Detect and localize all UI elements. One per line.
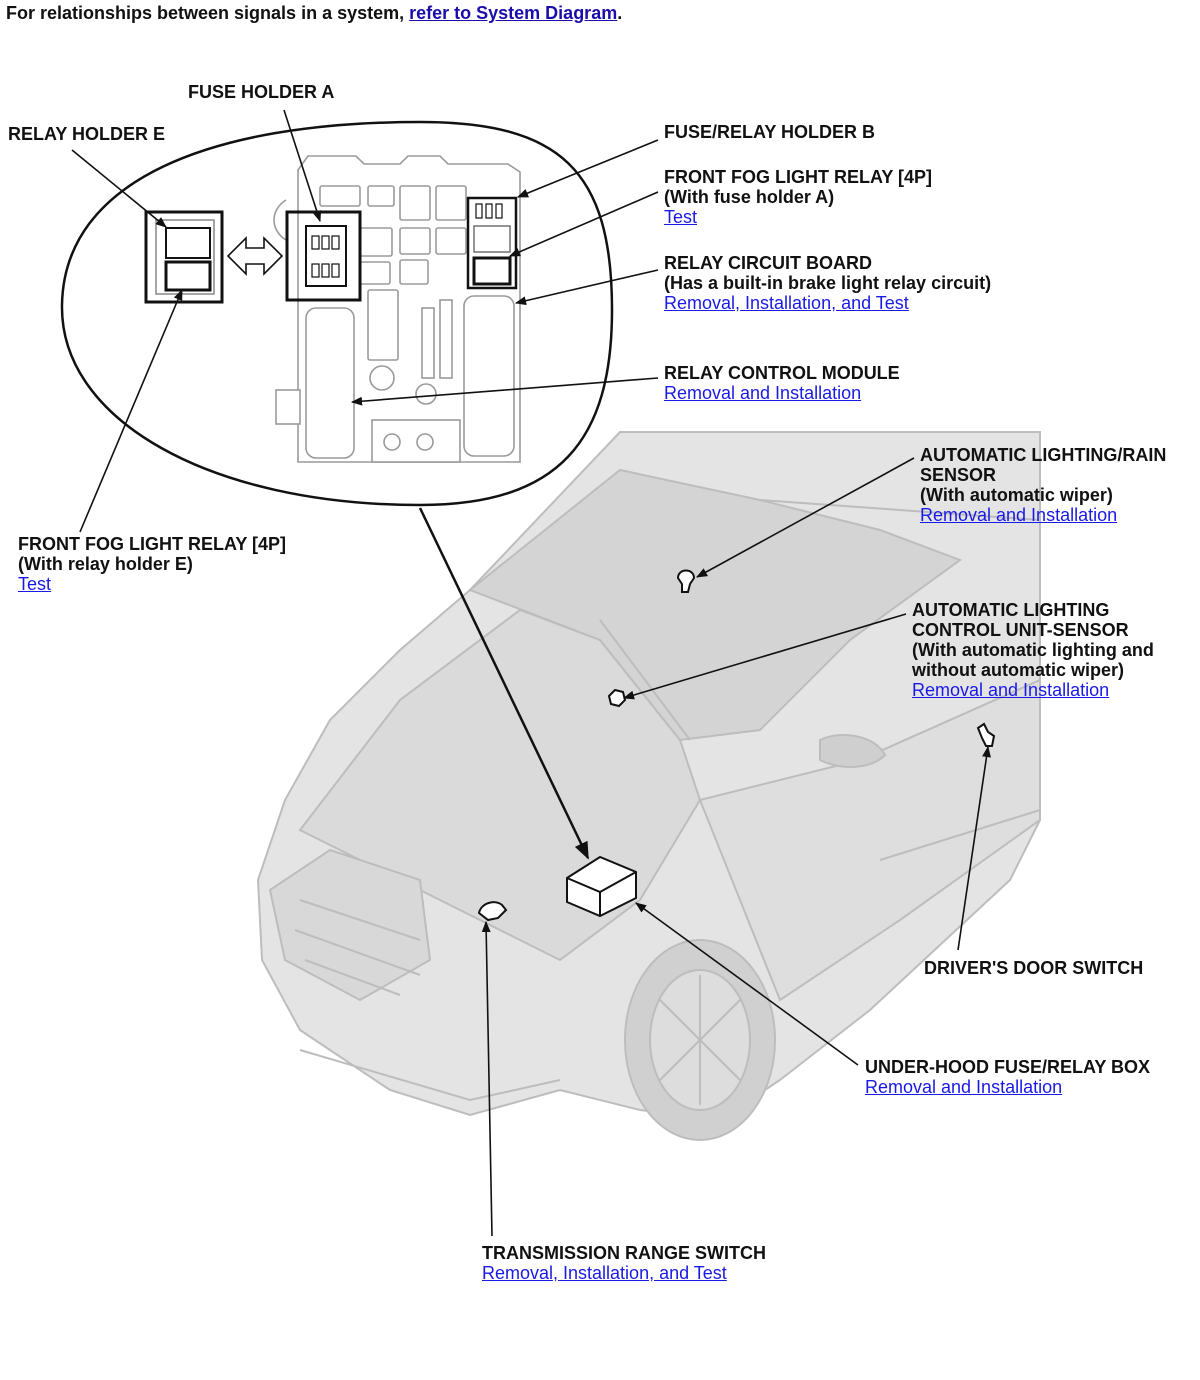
front-fog-relay-a-title: FRONT FOG LIGHT RELAY [4P]	[664, 167, 933, 187]
transmission-range-switch-link[interactable]: Removal, Installation, and Test	[482, 1263, 727, 1283]
system-diagram-link[interactable]: refer to System Diagram	[409, 3, 618, 23]
label-relay-circuit-board: RELAY CIRCUIT BOARD (Has a built-in brak…	[664, 253, 991, 313]
intro-prefix: For relationships between signals in a s…	[6, 3, 410, 23]
transmission-switch-icon	[477, 901, 508, 922]
rain-sensor-title-1: AUTOMATIC LIGHTING/RAIN	[920, 445, 1167, 465]
lighting-unit-link[interactable]: Removal and Installation	[912, 680, 1110, 700]
fuse-relay-holder-b-title: FUSE/RELAY HOLDER B	[664, 122, 876, 142]
label-under-hood-box: UNDER-HOOD FUSE/RELAY BOX Removal and In…	[865, 1057, 1150, 1097]
lighting-unit-title-2: CONTROL UNIT-SENSOR	[912, 620, 1129, 640]
fuse-box-inset	[273, 155, 521, 463]
relay-control-module-link[interactable]: Removal and Installation	[664, 383, 862, 403]
front-fog-relay-e-title: FRONT FOG LIGHT RELAY [4P]	[18, 534, 287, 554]
label-front-fog-relay-e: FRONT FOG LIGHT RELAY [4P] (With relay h…	[18, 534, 286, 594]
front-fog-relay-a-test-link[interactable]: Test	[664, 207, 698, 227]
front-fog-relay-e-note: (With relay holder E)	[18, 554, 193, 574]
vehicle-illustration	[256, 431, 1041, 1141]
label-fuse-relay-holder-b: FUSE/RELAY HOLDER B	[664, 122, 875, 142]
label-drivers-door-switch: DRIVER'S DOOR SWITCH	[924, 958, 1143, 978]
fuse-relay-holder-b	[466, 196, 518, 290]
front-fog-relay-e-test-link[interactable]: Test	[18, 574, 52, 594]
label-auto-lighting-rain-sensor: AUTOMATIC LIGHTING/RAIN SENSOR (With aut…	[920, 445, 1166, 525]
lighting-unit-title-1: AUTOMATIC LIGHTING	[912, 600, 1110, 620]
under-hood-fuse-box-icon	[566, 855, 637, 918]
label-relay-control-module: RELAY CONTROL MODULE Removal and Install…	[664, 363, 900, 403]
intro-text: For relationships between signals in a s…	[6, 3, 622, 24]
label-fuse-holder-a: FUSE HOLDER A	[188, 82, 334, 102]
rain-sensor-title-2: SENSOR	[920, 465, 997, 485]
rain-sensor-note: (With automatic wiper)	[920, 485, 1113, 505]
under-hood-box-title: UNDER-HOOD FUSE/RELAY BOX	[865, 1057, 1151, 1077]
lighting-unit-note-1: (With automatic lighting and	[912, 640, 1154, 660]
rain-sensor-icon	[676, 569, 696, 593]
rain-sensor-link[interactable]: Removal and Installation	[920, 505, 1118, 525]
label-auto-lighting-control-unit: AUTOMATIC LIGHTING CONTROL UNIT-SENSOR (…	[912, 600, 1154, 700]
leader-lines	[71, 109, 991, 1237]
label-relay-holder-e: RELAY HOLDER E	[8, 124, 165, 144]
drivers-door-switch-title: DRIVER'S DOOR SWITCH	[924, 958, 1144, 978]
door-switch-icon	[976, 722, 996, 747]
sensor-icons	[477, 569, 996, 922]
relay-circuit-board-link[interactable]: Removal, Installation, and Test	[664, 293, 909, 313]
relay-circuit-board-title: RELAY CIRCUIT BOARD	[664, 253, 873, 273]
lighting-unit-note-2: without automatic wiper)	[912, 660, 1125, 680]
intro-suffix: .	[617, 3, 623, 23]
relay-circuit-board-note: (Has a built-in brake light relay circui…	[664, 273, 992, 293]
fuse-holder-a-title: FUSE HOLDER A	[188, 82, 335, 102]
label-front-fog-relay-a: FRONT FOG LIGHT RELAY [4P] (With fuse ho…	[664, 167, 932, 227]
front-fog-relay-a-note: (With fuse holder A)	[664, 187, 835, 207]
fuse-holder-a	[285, 210, 362, 302]
lighting-sensor-icon	[607, 688, 627, 708]
transmission-range-switch-title: TRANSMISSION RANGE SWITCH	[482, 1243, 767, 1263]
relay-control-module-title: RELAY CONTROL MODULE	[664, 363, 900, 383]
double-arrow-icon	[226, 236, 284, 276]
label-transmission-range-switch: TRANSMISSION RANGE SWITCH Removal, Insta…	[482, 1243, 766, 1283]
relay-holder-e-title: RELAY HOLDER E	[8, 124, 166, 144]
under-hood-box-link[interactable]: Removal and Installation	[865, 1077, 1063, 1097]
inset-to-fuse-box-line	[418, 507, 590, 860]
relay-holder-e	[144, 210, 224, 304]
